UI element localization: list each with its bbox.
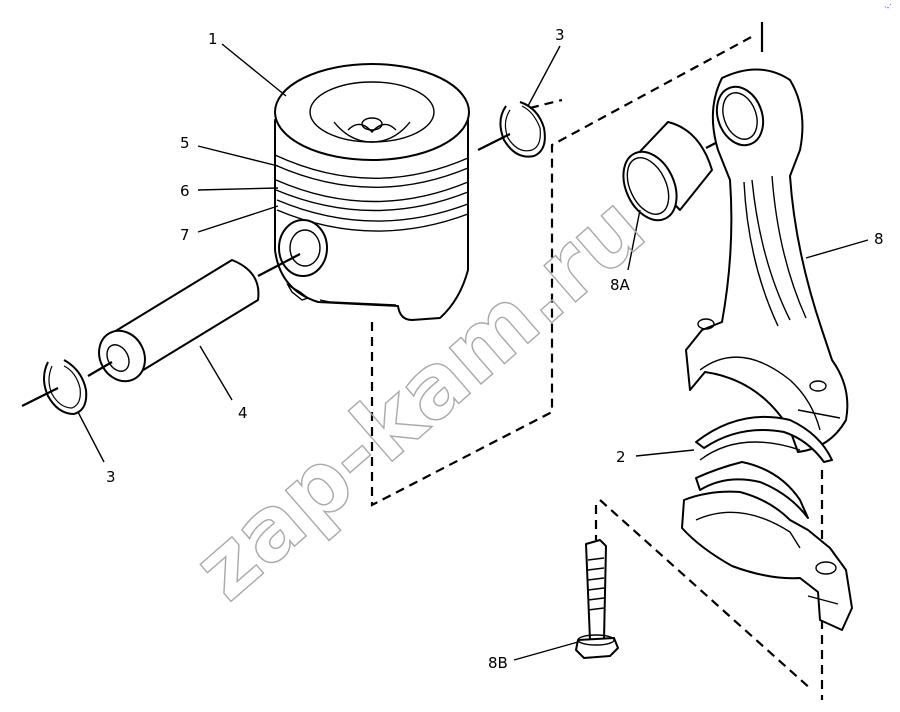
label-piston-pin: 4: [238, 404, 248, 422]
label-piston: 1: [208, 30, 218, 48]
label-bolt: 8B: [488, 654, 508, 672]
piston: [274, 63, 470, 321]
label-connecting-rod: 8: [874, 230, 884, 248]
label-ring-top: 5: [180, 134, 190, 152]
bushing: [622, 119, 761, 222]
label-retaining-ring-right: 3: [555, 26, 565, 44]
connecting-rod: [685, 68, 849, 453]
bolt: [575, 539, 619, 659]
label-retaining-ring-left: 3: [106, 468, 116, 486]
label-ring-oil: 7: [180, 226, 190, 244]
part-labels: 1 5 6 7 4 3 3 8 8A 2 8B: [106, 26, 884, 672]
connecting-rod-bearing: [695, 415, 833, 519]
piston-pin: [87, 253, 301, 383]
label-bushing: 8A: [610, 276, 631, 294]
retaining-ring-right: [477, 101, 546, 158]
leader-lines: [77, 43, 869, 661]
rod-cap: [681, 490, 853, 631]
label-ring-middle: 6: [180, 182, 190, 200]
corner-mark: ·-′: [884, 3, 891, 12]
retaining-ring-left: [21, 359, 88, 416]
label-bearing: 2: [616, 448, 626, 466]
